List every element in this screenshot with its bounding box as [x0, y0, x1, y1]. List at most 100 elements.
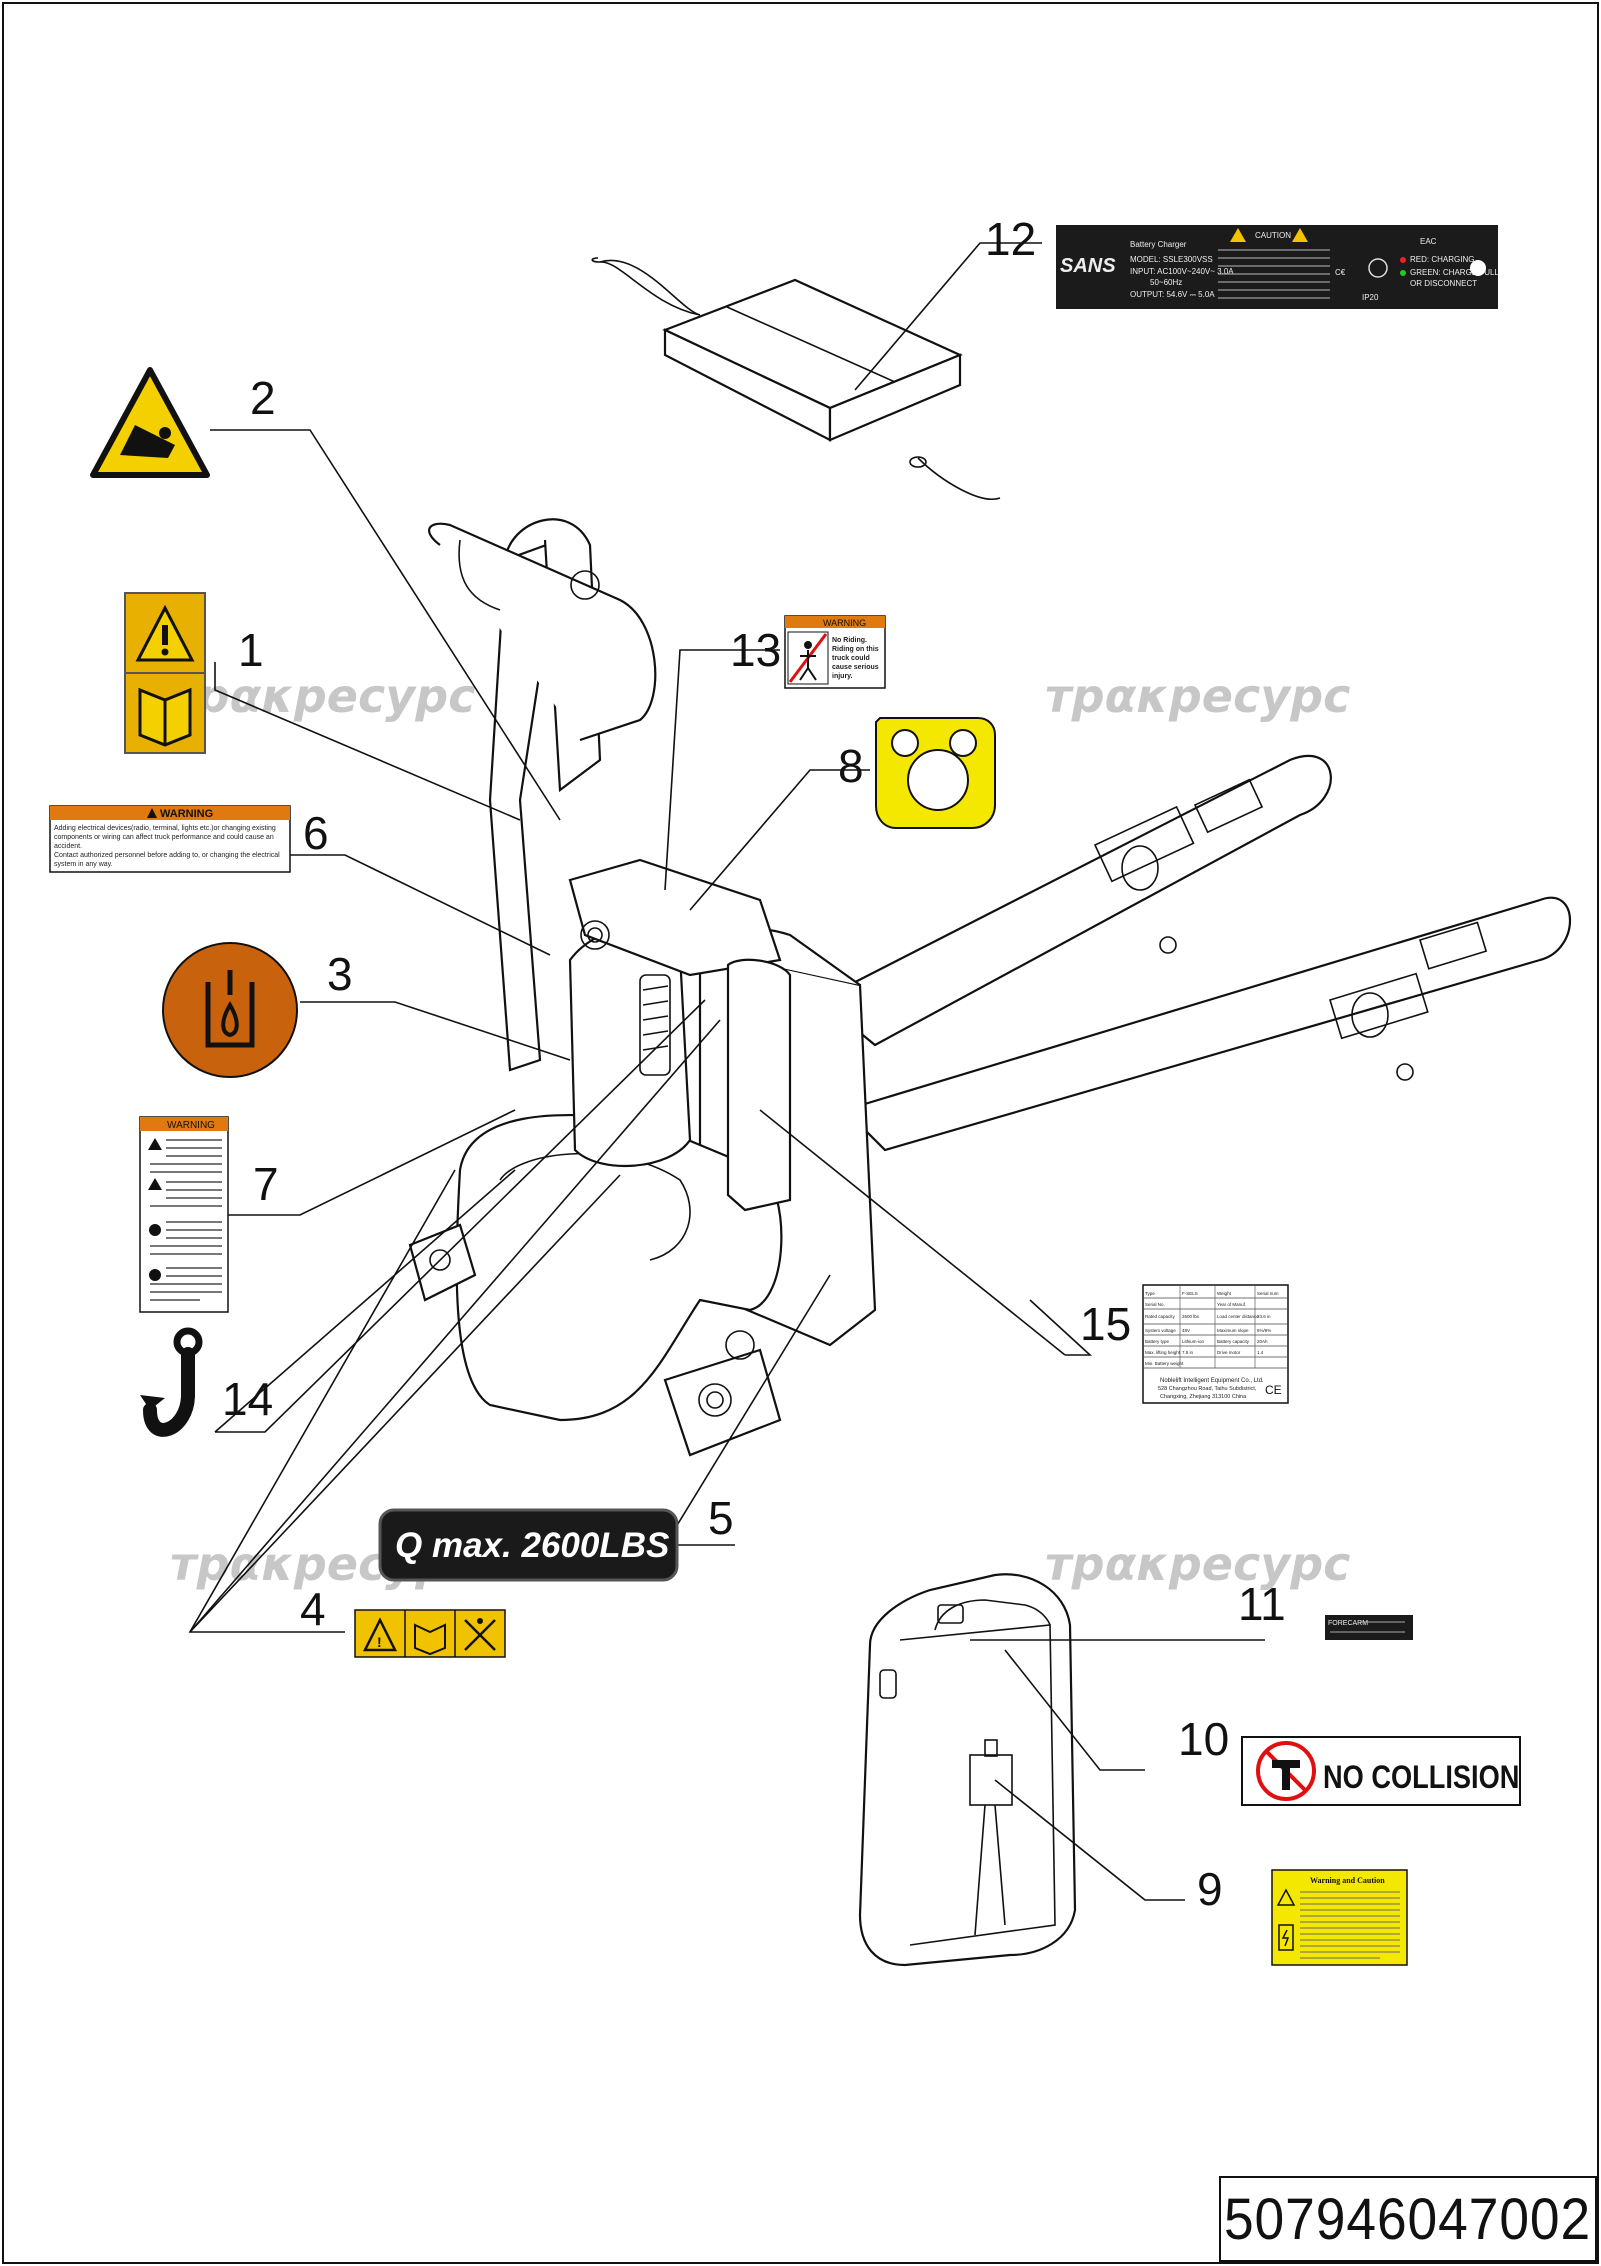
label-8-yellow-plate [875, 717, 996, 829]
charger-label: SANS Battery Charger MODEL: SSLE300VSS I… [1056, 225, 1499, 309]
label-3-hydraulic-oil [162, 942, 298, 1078]
callout-13: 13 [730, 624, 781, 676]
svg-text:FORECARM: FORECARM [1328, 1620, 1368, 1627]
callout-2: 2 [250, 372, 276, 424]
callout-7: 7 [253, 1158, 279, 1210]
callout-1: 1 [238, 624, 264, 676]
nameplate-cell: Weight [1217, 1291, 1232, 1296]
label-11-battery-plate: FORECARM [1325, 1615, 1413, 1640]
svg-text:трακресурс: трακресурс [1045, 669, 1350, 723]
svg-text:components or wiring can affec: components or wiring can affect truck pe… [54, 834, 274, 841]
svg-text:accident.: accident. [54, 843, 82, 850]
svg-text:RED: CHARGING: RED: CHARGING [1410, 255, 1474, 264]
svg-text:GREEN: CHARGE FULL: GREEN: CHARGE FULL [1410, 268, 1499, 277]
callout-8: 8 [838, 740, 864, 792]
callout-10: 10 [1178, 1713, 1229, 1765]
svg-text:SANS: SANS [1060, 255, 1116, 277]
label-5-capacity: Q max. 2600LBS [378, 1508, 679, 1582]
nameplate-cell: F-SELS [1182, 1291, 1198, 1296]
nameplate-cell: 5%/8% [1257, 1328, 1271, 1333]
svg-text:C€: C€ [1335, 268, 1346, 277]
label-9-warning-caution: Warning and Caution [1271, 1869, 1408, 1966]
callout-3: 3 [327, 948, 353, 1000]
nameplate-cell: Battery capacity [1217, 1339, 1250, 1344]
document-number: 507946047002 [1224, 2186, 1592, 2252]
svg-text:WARNING: WARNING [823, 618, 866, 628]
label-14-lifting-hook [140, 1327, 203, 1437]
charger-box [591, 257, 1001, 500]
pallet-truck [408, 518, 1571, 1457]
label-7-warning-pictograms: WARNING [139, 1116, 229, 1313]
svg-text:INPUT: AC100V~240V~ 3.0A: INPUT: AC100V~240V~ 3.0A [1130, 267, 1234, 276]
svg-text:528 Changzhou Road, Taihu Subd: 528 Changzhou Road, Taihu Subdistrict, [1158, 1386, 1257, 1392]
svg-text:WARNING: WARNING [167, 1120, 215, 1131]
label-13-no-riding: WARNING No Riding. Riding on this truck … [784, 615, 886, 689]
svg-text:WARNING: WARNING [160, 808, 213, 820]
leader-lines [188, 242, 1265, 1901]
watermark-2: трακресурс [1045, 669, 1350, 723]
svg-text:Changxing, Zhejiang 313100 Chi: Changxing, Zhejiang 313100 China [1160, 1394, 1247, 1400]
label-10-no-collision: NO COLLISION [1241, 1736, 1521, 1806]
svg-text:cause serious: cause serious [832, 664, 879, 671]
nameplate-cell: Rated capacity [1145, 1314, 1176, 1319]
nameplate-cell: 48V [1182, 1328, 1190, 1333]
nameplate-cell: Type [1145, 1291, 1155, 1296]
label-6-warning-electrical: WARNING Adding electrical devices(radio,… [49, 805, 291, 873]
battery-pack [858, 1573, 1077, 1967]
nameplate-cell: Year of Manuf. [1217, 1302, 1246, 1307]
nameplate-cell: Min. Battery weight [1145, 1361, 1184, 1366]
svg-text:system in any way.: system in any way. [54, 861, 113, 868]
nameplate-cell: Load center distance [1217, 1314, 1259, 1319]
nameplate-cell: Drive motor [1217, 1350, 1241, 1355]
nameplate-cell: 2600 lbs [1182, 1314, 1200, 1319]
callout-14: 14 [222, 1373, 273, 1425]
nameplate-cell: Battery type [1145, 1339, 1170, 1344]
nameplate-cell: Serial No. [1145, 1302, 1165, 1307]
label-2-crush-hazard [90, 367, 210, 478]
document-number-box: 507946047002 [1219, 2176, 1597, 2262]
callout-numbers: 12 2 1 13 8 6 3 7 15 14 5 4 11 10 9 [222, 213, 1286, 1915]
svg-text:Q max. 2600LBS: Q max. 2600LBS [395, 1526, 669, 1565]
label-4-safety-strip: ! [354, 1609, 506, 1658]
svg-text:Contact authorized personnel b: Contact authorized personnel before addi… [54, 852, 280, 859]
svg-text:OUTPUT: 54.6V ⎓ 5.0A: OUTPUT: 54.6V ⎓ 5.0A [1130, 290, 1215, 299]
callout-5: 5 [708, 1492, 734, 1544]
svg-text:Battery Charger: Battery Charger [1130, 240, 1187, 249]
nameplate-cell: 20Ah [1257, 1339, 1268, 1344]
nameplate-cell: Lithium-ion [1182, 1339, 1205, 1344]
svg-text:трακресурс: трακресурс [1045, 1537, 1350, 1591]
nameplate-cell: 23.6 in [1257, 1314, 1271, 1319]
callout-11: 11 [1238, 1578, 1286, 1630]
watermark-1: трακресурс [170, 669, 475, 723]
svg-text:EAC: EAC [1420, 237, 1437, 246]
nameplate-cell: Serial num [1257, 1291, 1279, 1296]
nameplate-cell: 1.4 [1257, 1350, 1264, 1355]
callout-12: 12 [985, 213, 1036, 265]
svg-text:IP20: IP20 [1362, 293, 1379, 302]
nameplate-cell: Maximum slope [1217, 1328, 1249, 1333]
label-1-read-manual [124, 592, 206, 754]
watermark-4: трακресурс [1045, 1537, 1350, 1591]
svg-text:Warning and Caution: Warning and Caution [1310, 1876, 1385, 1885]
svg-text:OR DISCONNECT: OR DISCONNECT [1410, 279, 1477, 288]
nameplate-cell: System voltage [1145, 1328, 1176, 1333]
svg-text:injury.: injury. [832, 673, 853, 680]
callout-4: 4 [300, 1583, 326, 1635]
svg-text:трακресурс: трακресурс [170, 669, 475, 723]
svg-text:50~60Hz: 50~60Hz [1150, 278, 1182, 287]
svg-text:Adding electrical devices(radi: Adding electrical devices(radio, termina… [54, 825, 276, 832]
svg-text:Noblelift Intelligent Equipmen: Noblelift Intelligent Equipment Co., Ltd… [1160, 1378, 1264, 1384]
svg-text:CAUTION: CAUTION [1255, 231, 1291, 240]
svg-text:NO COLLISION: NO COLLISION [1323, 1760, 1519, 1796]
svg-text:truck could: truck could [832, 655, 870, 662]
callout-6: 6 [303, 807, 329, 859]
svg-text:!: ! [377, 1634, 382, 1650]
nameplate-cell: Max. lifting height [1145, 1350, 1181, 1355]
callout-9: 9 [1197, 1863, 1223, 1915]
svg-text:MODEL: SSLE300VSS: MODEL: SSLE300VSS [1130, 255, 1213, 264]
svg-text:No Riding.: No Riding. [832, 637, 867, 644]
